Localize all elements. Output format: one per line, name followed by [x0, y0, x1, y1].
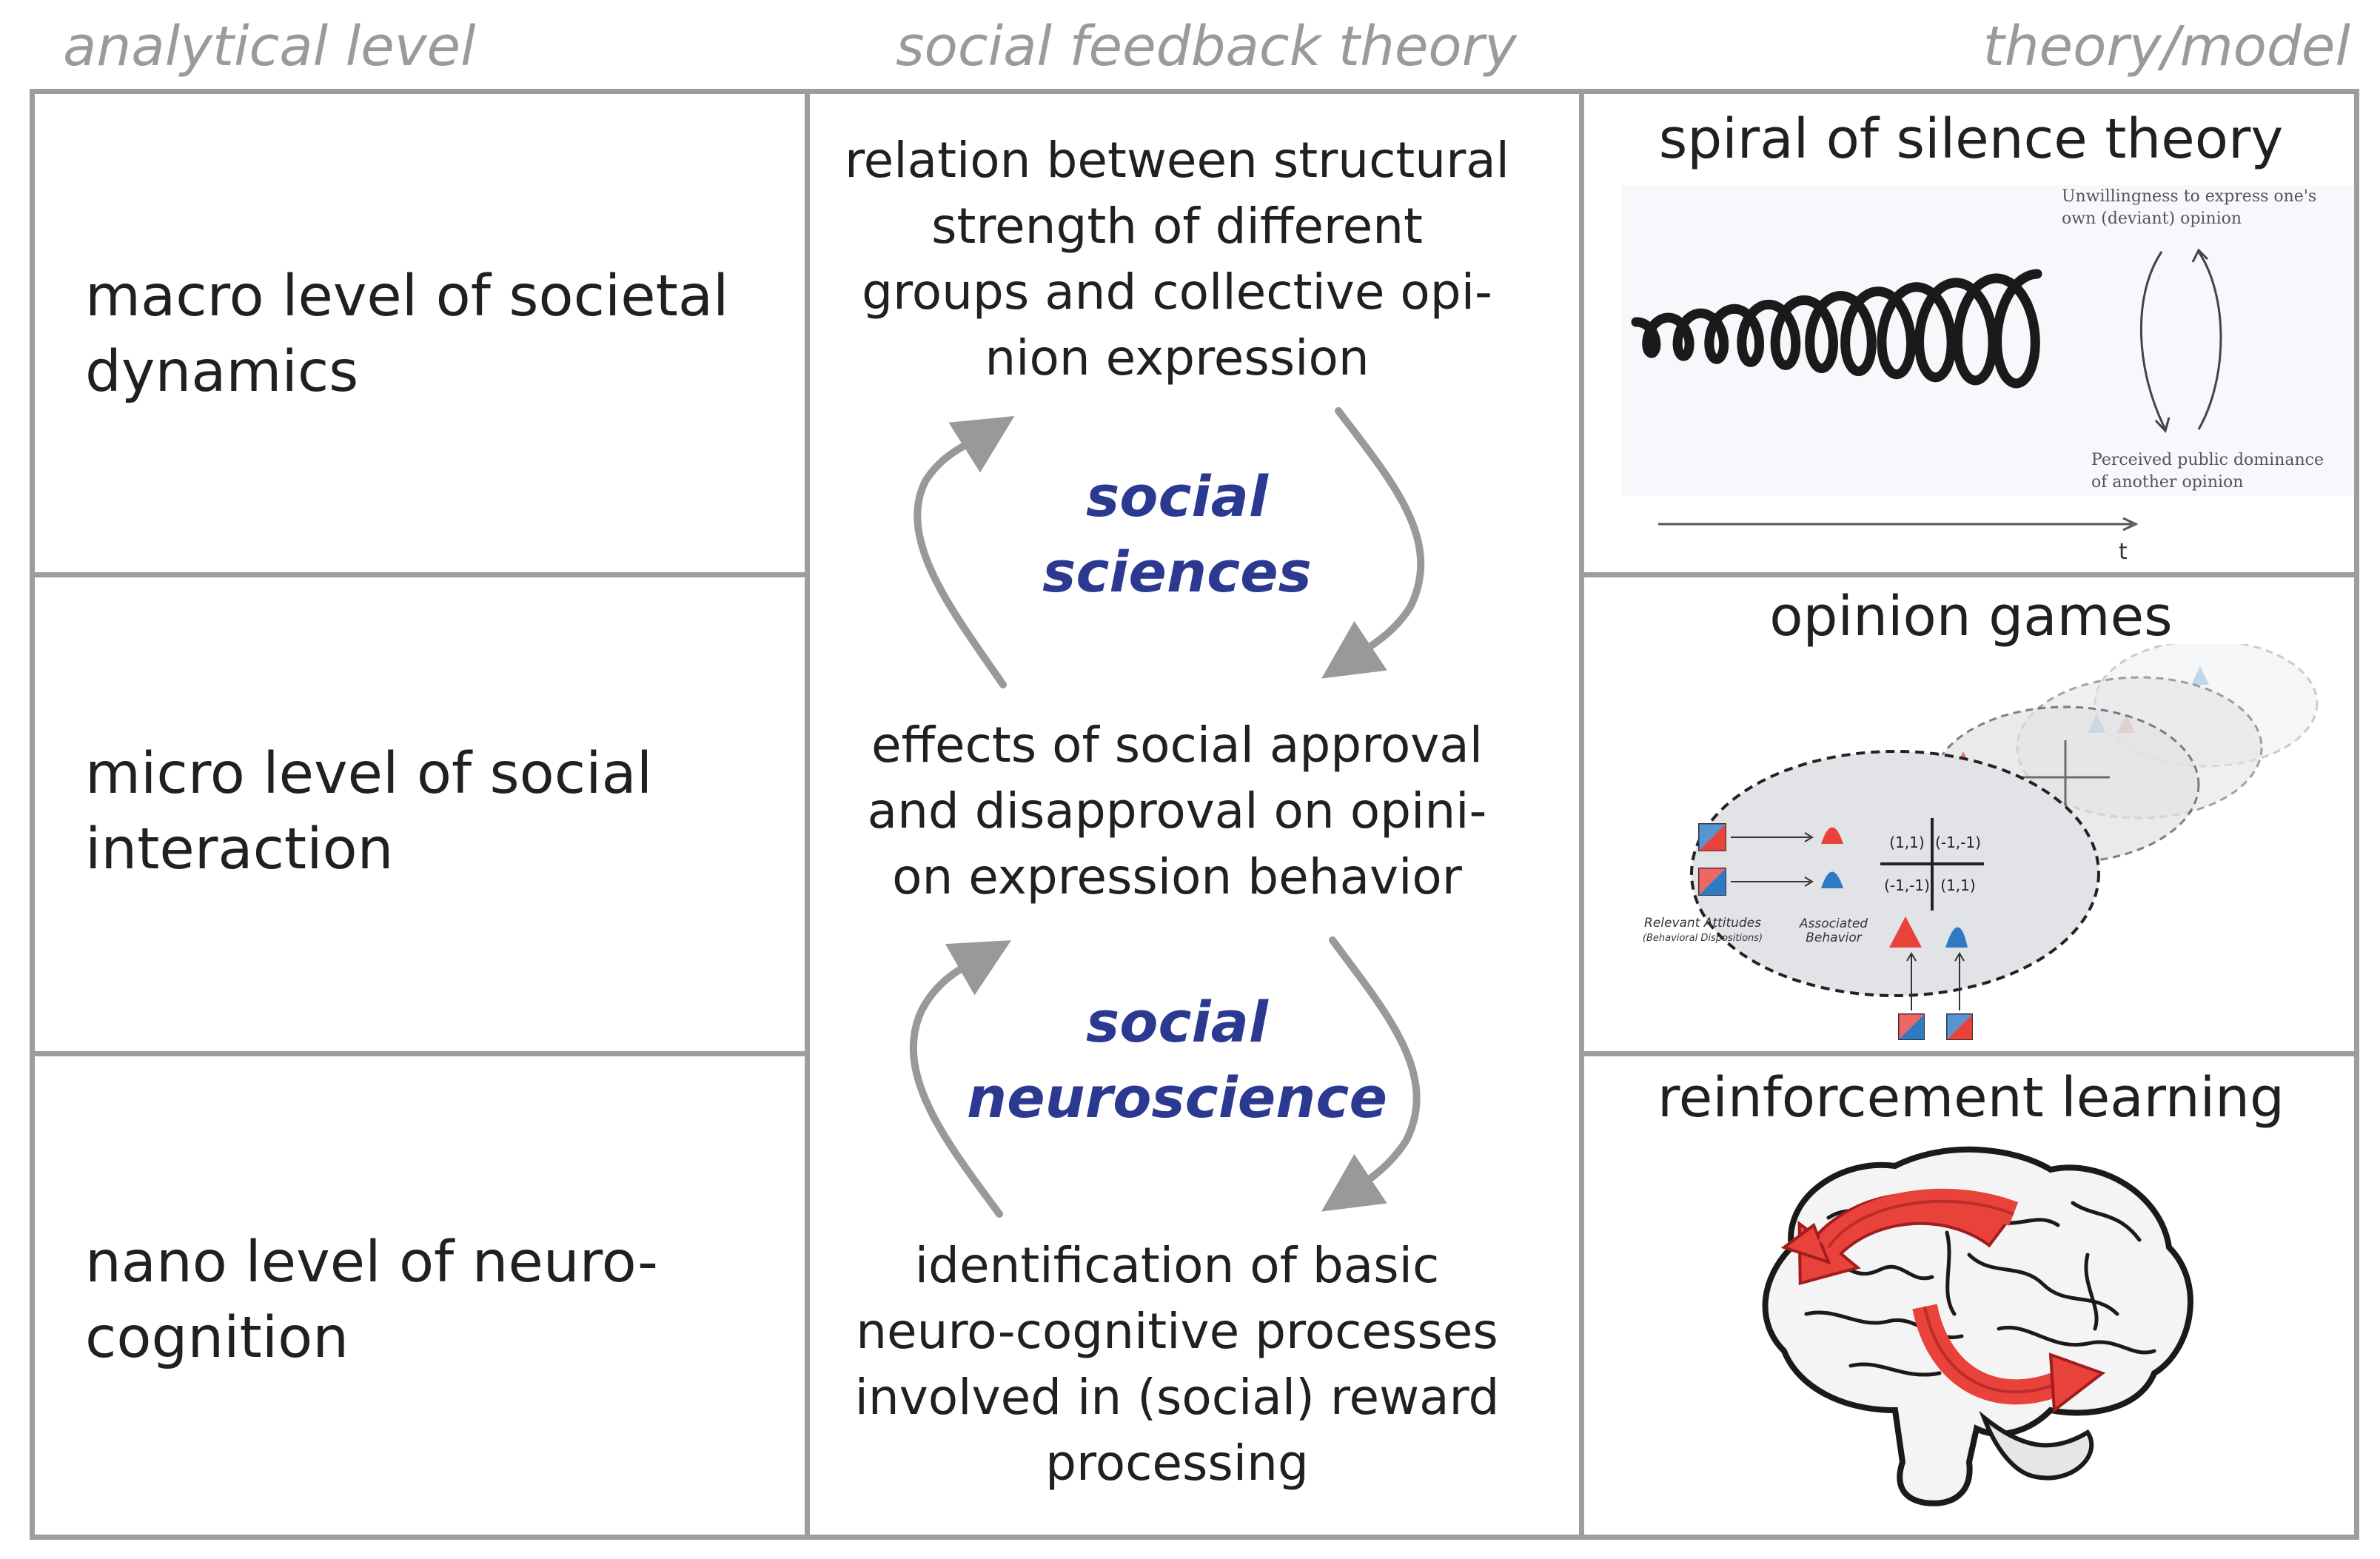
- relevant-attitudes-label: Relevant Attitudes: [1644, 916, 1761, 931]
- arrow-up-social-sciences: [914, 416, 1015, 688]
- reinforcement-cycle-icon: [1780, 1188, 2106, 1413]
- arrow-down-social-sciences: [1321, 407, 1425, 679]
- level-label-nano: nano level of neuro-cognition: [85, 1230, 658, 1371]
- payoff-cell-1: (1,1): [1889, 834, 1924, 851]
- model-title-reinforcement-learning: reinforcement learning: [1657, 1066, 2285, 1130]
- brain-icon: [1762, 1146, 2193, 1506]
- arrow-down-social-neuroscience: [1321, 936, 1421, 1212]
- time-axis-label: t: [2119, 539, 2128, 565]
- model-title-opinion-games: opinion games: [1769, 585, 2173, 648]
- attitude-squares: [1698, 823, 1973, 1040]
- payoff-cell-2: (-1,-1): [1935, 834, 1981, 851]
- opinion-games-figure: (1,1) (-1,-1) (-1,-1) (1,1) Relevant Att…: [1643, 644, 2319, 1040]
- arrow-up-social-neuroscience: [909, 940, 1012, 1218]
- spiral-bottom-label-1: Perceived public dominance: [2091, 451, 2324, 469]
- red-triangle-icon: [1889, 916, 1922, 948]
- red-distribution-icon: [1814, 827, 1851, 844]
- game-card-front: (1,1) (-1,-1) (-1,-1) (1,1): [1690, 750, 2100, 997]
- payoff-cell-3: (-1,-1): [1884, 876, 1930, 894]
- mapping-arrows: [1731, 832, 1965, 1010]
- associated-label: Associated: [1799, 916, 1868, 931]
- spiral-of-silence-figure: t Unwillingness to express one's own (de…: [1621, 185, 2354, 565]
- feedback-loop-icon: [2139, 248, 2222, 433]
- brain-figure: [1762, 1146, 2193, 1506]
- behavioral-dispositions-label: (Behavioral Dispositions): [1643, 933, 1763, 944]
- behavior-label: Behavior: [1806, 931, 1862, 945]
- spiral-icon: [1631, 269, 2042, 389]
- payoff-cell-4: (1,1): [1940, 876, 1975, 894]
- header-analytical-level: analytical level: [63, 15, 476, 78]
- model-title-spiral-of-silence: spiral of silence theory: [1658, 107, 2284, 171]
- header-social-feedback-theory: social feedback theory: [896, 15, 1517, 78]
- blue-triangle-icon: [1945, 927, 1968, 948]
- header-theory-model: theory/model: [1982, 15, 2350, 78]
- blue-distribution-icon: [1814, 871, 1851, 888]
- spiral-bottom-label-2: of another opinion: [2091, 473, 2243, 492]
- spiral-top-label-2: own (deviant) opinion: [2062, 209, 2242, 228]
- spiral-top-label-1: Unwillingness to express one's: [2062, 187, 2316, 206]
